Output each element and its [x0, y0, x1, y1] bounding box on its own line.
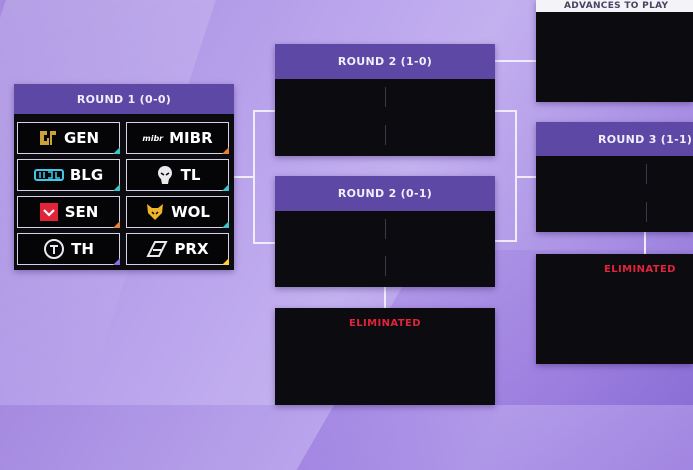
team-name: MIBR [169, 129, 213, 147]
round-3-panel: ROUND 3 (1-1) [536, 122, 693, 232]
connector-line [494, 60, 536, 62]
tl-logo-icon [155, 165, 175, 185]
round-1-panel: ROUND 1 (0-0) GEN mibr MIBR BLG TL SEN [14, 84, 234, 270]
round-2-loss-panel: ROUND 2 (0-1) [275, 176, 495, 287]
round-2-win-header: ROUND 2 (1-0) [275, 44, 495, 79]
connector-line [253, 110, 255, 244]
team-card-th[interactable]: TH [17, 233, 120, 265]
eliminated-label: ELIMINATED [604, 264, 676, 275]
round-2-loss-header: ROUND 2 (0-1) [275, 176, 495, 211]
th-logo-icon [43, 239, 65, 259]
eliminated-label: ELIMINATED [349, 318, 421, 329]
match-divider [385, 219, 386, 239]
team-name: BLG [69, 166, 104, 184]
team-card-tl[interactable]: TL [126, 159, 229, 191]
team-name: SEN [64, 203, 99, 221]
match-divider [385, 87, 386, 107]
eliminated-panel: ELIMINATED [275, 308, 495, 405]
prx-logo-icon [146, 240, 169, 258]
mibr-logo-icon: mibr [142, 133, 164, 143]
advances-header: ADVANCES TO PLAY [536, 0, 693, 12]
connector-line [494, 240, 516, 242]
round-3-header: ROUND 3 (1-1) [536, 122, 693, 156]
match-divider [646, 164, 647, 184]
team-card-mibr[interactable]: mibr MIBR [126, 122, 229, 154]
connector-line [494, 110, 516, 112]
blg-logo-icon [33, 168, 64, 182]
team-card-accent [113, 184, 120, 191]
connector-line [516, 176, 536, 178]
team-card-wol[interactable]: WOL [126, 196, 229, 228]
eliminated-panel-right: ELIMINATED [536, 254, 693, 364]
wol-logo-icon [145, 202, 165, 222]
connector-line [253, 242, 275, 244]
team-card-prx[interactable]: PRX [126, 233, 229, 265]
round-1-header: ROUND 1 (0-0) [14, 84, 234, 114]
team-name: GEN [63, 129, 100, 147]
team-card-accent [113, 147, 120, 154]
team-card-accent [113, 221, 120, 228]
team-card-accent [222, 147, 229, 154]
team-name: WOL [171, 203, 210, 221]
round-2-win-panel: ROUND 2 (1-0) [275, 44, 495, 156]
connector-line [644, 232, 646, 254]
team-card-accent [222, 184, 229, 191]
match-divider [646, 202, 647, 222]
team-name: TL [180, 166, 201, 184]
sen-logo-icon [39, 202, 59, 222]
gen-logo-icon [38, 129, 58, 147]
team-name: PRX [174, 240, 209, 258]
connector-line [253, 110, 275, 112]
match-divider [385, 125, 386, 145]
team-card-gen[interactable]: GEN [17, 122, 120, 154]
team-card-accent [113, 258, 120, 265]
connector-line [234, 176, 254, 178]
match-divider [385, 256, 386, 276]
team-name: TH [71, 240, 94, 258]
advances-panel: ADVANCES TO PLAY [536, 0, 693, 102]
team-card-blg[interactable]: BLG [17, 159, 120, 191]
connector-line [384, 287, 386, 308]
team-card-sen[interactable]: SEN [17, 196, 120, 228]
team-card-accent [222, 221, 229, 228]
team-card-accent [222, 258, 229, 265]
